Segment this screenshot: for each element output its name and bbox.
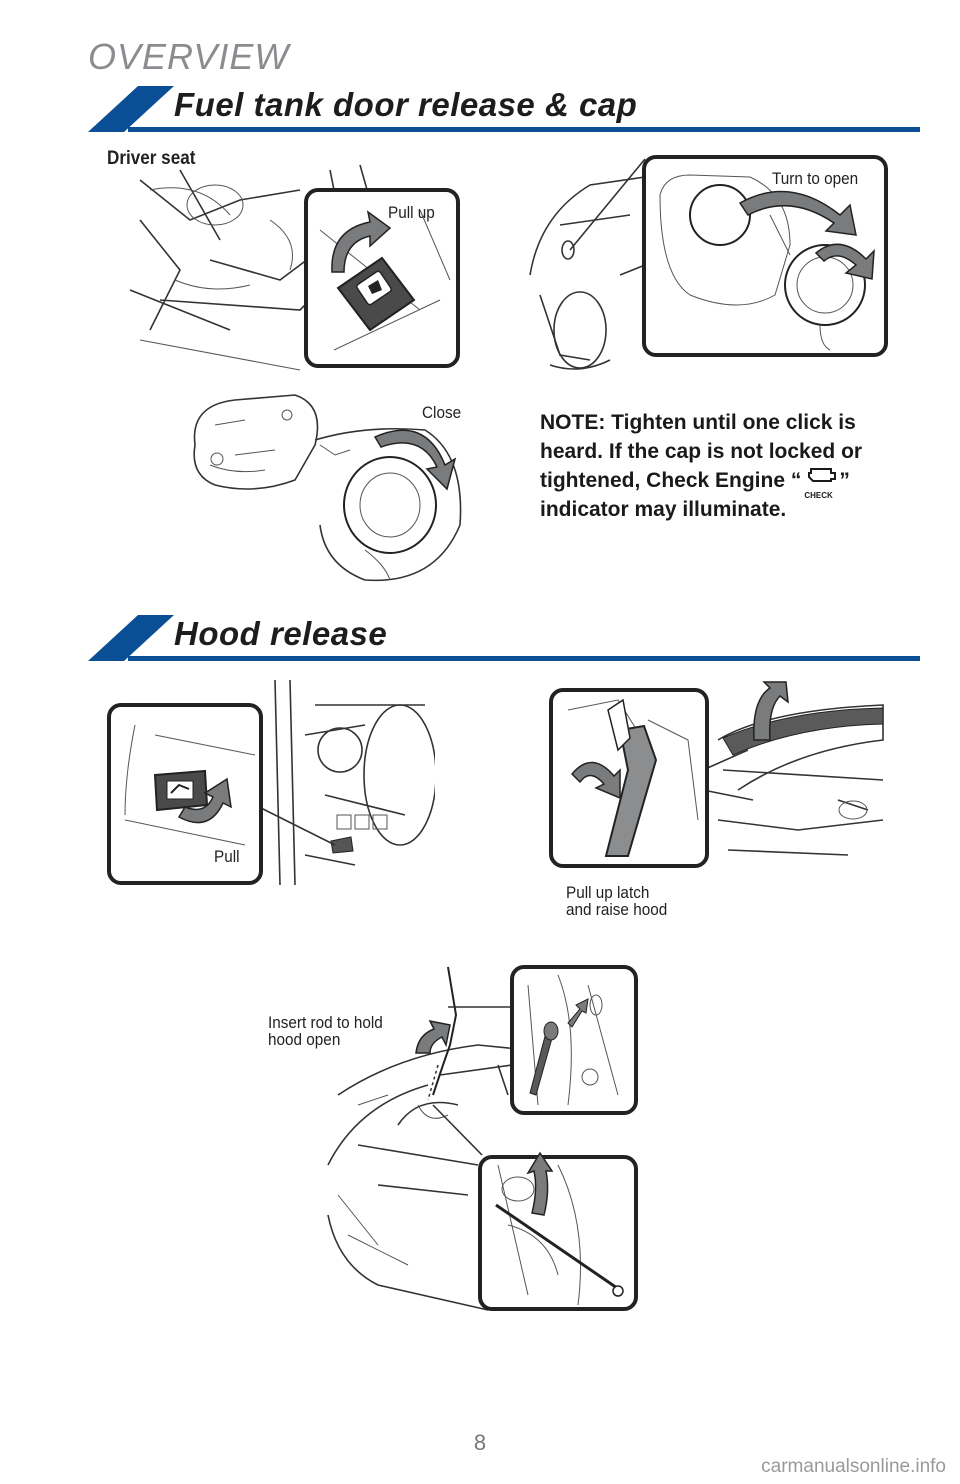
note-text-before: NOTE: Tighten until one click is heard. … — [540, 411, 863, 492]
fuel-cap-note: NOTE: Tighten until one click is heard. … — [540, 408, 900, 524]
insert-rod-label-line2: hood open — [268, 1030, 341, 1049]
hood-section-heading: Hood release — [88, 615, 920, 663]
pull-arrow — [177, 777, 232, 824]
pull-latch-arrow — [570, 761, 621, 800]
watermark: carmanualsonline.info — [761, 1456, 946, 1477]
car-rear-fuel-cap-illustration — [529, 155, 888, 370]
pull-label: Pull — [214, 847, 240, 866]
section-heading-bar — [88, 615, 920, 661]
section-heading-bar — [88, 86, 920, 132]
close-label: Close — [422, 403, 462, 422]
pull-latch-label-line2: and raise hood — [566, 900, 668, 919]
close-arrow — [373, 429, 457, 491]
hood-latch-illustration — [549, 681, 884, 868]
hood-section-title: Hood release — [174, 615, 388, 652]
fuel-door-release-lever — [336, 256, 416, 332]
page-section-title: OVERVIEW — [88, 36, 290, 77]
fuel-section-heading: Fuel tank door release & cap — [88, 86, 920, 134]
fuel-cap-close-illustration — [193, 394, 462, 582]
hood-release-lever-illustration — [107, 679, 435, 886]
cap-rotate-arrow — [814, 243, 875, 280]
check-engine-icon: CHECK — [801, 467, 839, 500]
turn-to-open-label: Turn to open — [772, 169, 859, 188]
insert-rod-label-line1: Insert rod to hold — [268, 1013, 383, 1032]
pull-up-arrow — [331, 210, 392, 273]
fuel-door-icon — [368, 280, 382, 294]
note-text-after: ” indicator may illuminate. — [540, 469, 850, 521]
check-engine-icon-text: CHECK — [804, 491, 833, 500]
pull-latch-label-line1: Pull up latch — [566, 883, 650, 902]
raise-hood-arrow — [753, 681, 789, 741]
driver-seat-illustration — [129, 164, 460, 371]
driver-seat-label: Driver seat — [107, 148, 196, 169]
fuel-section-title: Fuel tank door release & cap — [174, 86, 638, 123]
page-number: 8 — [473, 1430, 487, 1455]
pull-up-label: Pull up — [388, 203, 435, 222]
rod-lift-arrow — [526, 1151, 554, 1216]
hood-support-rod-illustration — [327, 965, 638, 1311]
hood-release-handle — [153, 769, 209, 812]
turn-to-open-arrow — [738, 190, 857, 236]
insert-rod-arrow — [415, 1019, 451, 1054]
hood-release-icon — [166, 780, 194, 800]
hood-latch-lever — [604, 724, 658, 857]
